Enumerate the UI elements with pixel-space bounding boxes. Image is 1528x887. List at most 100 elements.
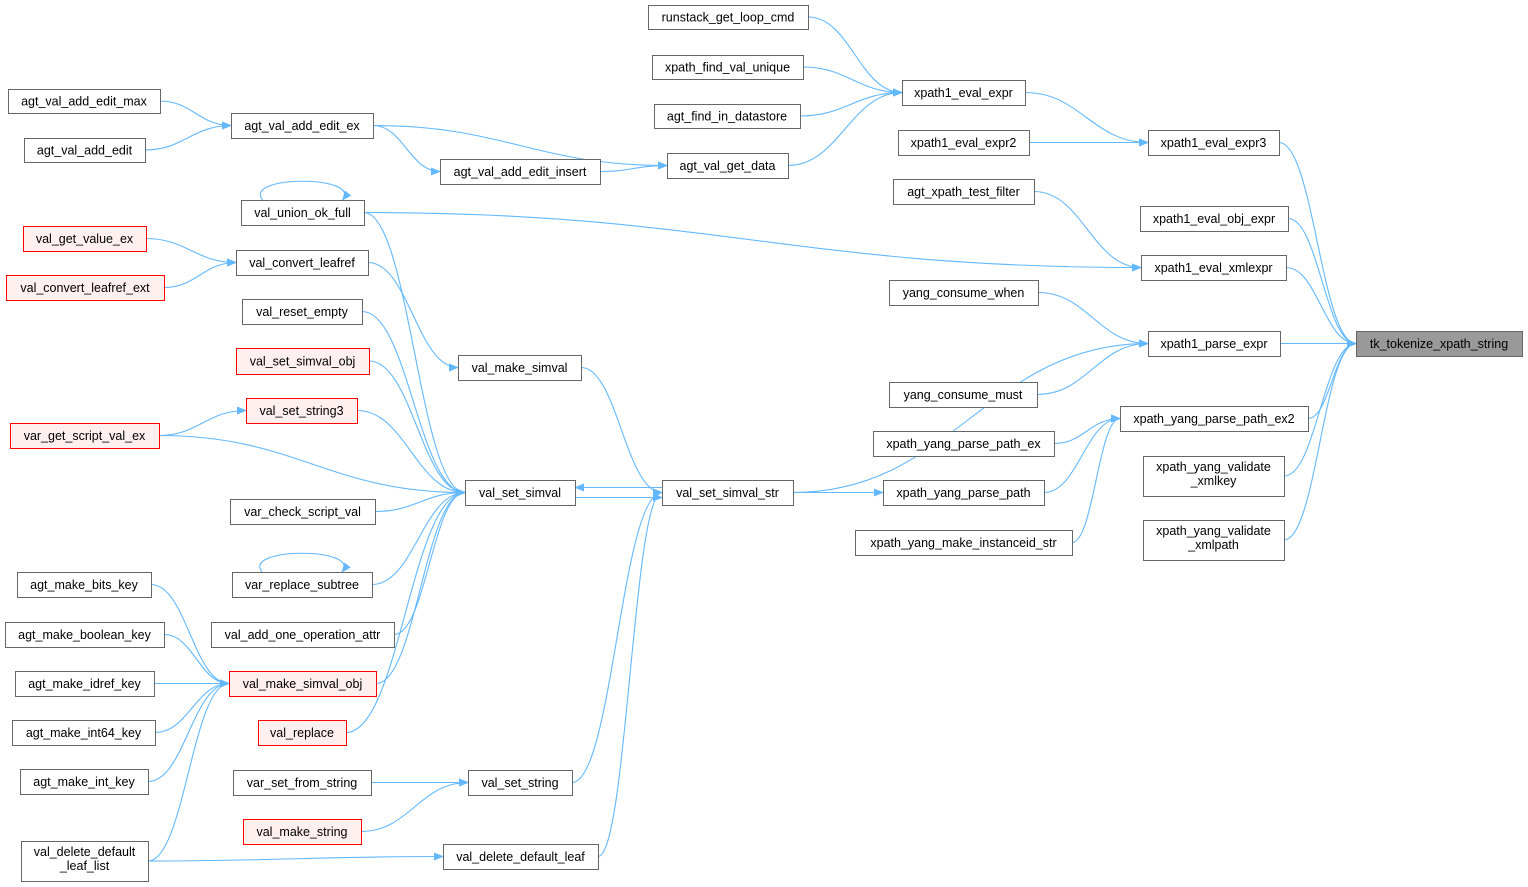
node-label: runstack_get_loop_cmd (662, 11, 795, 25)
node-val-set-simval-obj[interactable]: val_set_simval_obj (236, 348, 370, 375)
node-xpath-yang-parse-path-ex[interactable]: xpath_yang_parse_path_ex (873, 431, 1055, 457)
node-agt-val-add-edit[interactable]: agt_val_add_edit (24, 138, 146, 163)
node-xpath1-eval-expr3[interactable]: xpath1_eval_expr3 (1148, 130, 1280, 156)
node-box (443, 844, 599, 870)
node-label: var_check_script_val (244, 505, 361, 519)
node-val-add-one-operation-attr[interactable]: val_add_one_operation_attr (211, 622, 395, 648)
edge-val-make-simval-to-val-set-simval-str (580, 366, 663, 497)
node-val-replace[interactable]: val_replace (258, 720, 347, 746)
edge-val-convert-leafref-to-val-make-simval (367, 261, 459, 372)
node-val-reset-empty[interactable]: val_reset_empty (242, 299, 363, 325)
node-xpath1-parse-expr[interactable]: xpath1_parse_expr (1148, 331, 1281, 357)
node-box (242, 299, 363, 325)
edge-yang-consume-when-to-xpath1-parse-expr (1037, 291, 1149, 348)
node-val-make-simval-obj[interactable]: val_make_simval_obj (229, 671, 377, 697)
node-agt-val-add-edit-max[interactable]: agt_val_add_edit_max (8, 89, 161, 114)
node-val-delete-default-leaf-list[interactable]: val_delete_default_leaf_list (21, 841, 149, 882)
node-box (654, 104, 801, 129)
node-agt-val-add-edit-insert[interactable]: agt_val_add_edit_insert (440, 159, 601, 185)
node-val-make-simval[interactable]: val_make_simval (458, 355, 582, 381)
node-xpath-yang-make-instanceid-str[interactable]: xpath_yang_make_instanceid_str (855, 530, 1073, 556)
node-val-make-string[interactable]: val_make_string (243, 819, 362, 845)
node-yang-consume-when[interactable]: yang_consume_when (889, 280, 1039, 306)
node-val-set-string[interactable]: val_set_string (468, 770, 573, 796)
node-box (232, 572, 373, 598)
edge-agt-make-bits-key-to-val-make-simval-obj (150, 583, 230, 688)
node-box (8, 89, 161, 114)
node-box (458, 355, 582, 381)
node-agt-xpath-test-filter[interactable]: agt_xpath_test_filter (893, 179, 1035, 205)
node-xpath1-eval-expr2[interactable]: xpath1_eval_expr2 (898, 130, 1030, 156)
edge-val-set-simval-str-to-xpath1-parse-expr (792, 339, 1149, 494)
node-val-set-string3[interactable]: val_set_string3 (246, 398, 358, 424)
edge-yang-consume-must-to-xpath1-parse-expr (1036, 339, 1149, 396)
node-xpath-yang-validate-xmlkey[interactable]: xpath_yang_validate_xmlkey (1143, 456, 1285, 497)
node-box (1148, 331, 1281, 357)
node-val-convert-leafref-ext[interactable]: val_convert_leafref_ext (6, 275, 165, 301)
node-label: val_add_one_operation_attr (225, 628, 381, 642)
node-box (230, 499, 376, 525)
node-val-convert-leafref[interactable]: val_convert_leafref (236, 250, 369, 276)
node-var-replace-subtree[interactable]: var_replace_subtree (232, 572, 373, 598)
node-box (211, 622, 395, 648)
node-val-union-ok-full[interactable]: val_union_ok_full (241, 200, 365, 226)
node-val-delete-default-leaf[interactable]: val_delete_default_leaf (443, 844, 599, 870)
node-box (1120, 406, 1309, 432)
node-xpath-yang-parse-path-ex2[interactable]: xpath_yang_parse_path_ex2 (1120, 406, 1309, 432)
node-xpath-find-val-unique[interactable]: xpath_find_val_unique (652, 55, 804, 80)
node-agt-make-int64-key[interactable]: agt_make_int64_key (12, 720, 156, 746)
node-box (229, 671, 377, 697)
node-box (5, 622, 165, 648)
edge-var-get-script-val-ex-to-val-set-simval (158, 434, 466, 497)
edges-layer (144, 16, 1357, 862)
node-val-set-simval[interactable]: val_set_simval (465, 480, 576, 506)
node-box (15, 671, 155, 697)
node-box (440, 159, 601, 185)
node-box (898, 130, 1030, 156)
node-agt-find-in-datastore[interactable]: agt_find_in_datastore (654, 104, 801, 129)
edge-xpath-yang-make-instanceid-str-to-xpath-yang-parse-path-ex2 (1071, 414, 1121, 544)
node-label: xpath1_parse_expr (1160, 337, 1267, 351)
node-box (1141, 255, 1287, 281)
node-xpath-yang-parse-path[interactable]: xpath_yang_parse_path (883, 480, 1045, 506)
edge-xpath-yang-validate-xmlkey-to-tk-tokenize-xpath-string (1283, 339, 1357, 477)
node-agt-make-int-key[interactable]: agt_make_int_key (20, 769, 149, 795)
edge-agt-val-add-edit-insert-to-agt-val-get-data (599, 161, 668, 173)
node-label: xpath1_eval_xmlexpr (1154, 261, 1272, 275)
node-tk-tokenize-xpath-string[interactable]: tk_tokenize_xpath_string (1356, 331, 1523, 357)
node-val-get-value-ex[interactable]: val_get_value_ex (23, 226, 147, 252)
node-xpath1-eval-expr[interactable]: xpath1_eval_expr (902, 80, 1026, 106)
node-agt-make-bits-key[interactable]: agt_make_bits_key (17, 572, 152, 598)
node-label: val_set_simval_obj (250, 355, 356, 369)
node-label: val_delete_default (34, 845, 136, 859)
edge-val-reset-empty-to-val-set-simval (361, 310, 466, 497)
node-label: val_union_ok_full (254, 206, 351, 220)
edge-val-delete-default-leaf-list-to-val-make-simval-obj (147, 679, 230, 862)
node-xpath-yang-validate-xmlpath[interactable]: xpath_yang_validate_xmlpath (1143, 520, 1285, 561)
node-var-get-script-val-ex[interactable]: var_get_script_val_ex (10, 423, 160, 449)
node-agt-val-get-data[interactable]: agt_val_get_data (667, 153, 789, 179)
node-box (246, 398, 358, 424)
node-var-set-from-string[interactable]: var_set_from_string (233, 770, 372, 796)
node-agt-val-add-edit-ex[interactable]: agt_val_add_edit_ex (231, 113, 374, 139)
node-xpath1-eval-xmlexpr[interactable]: xpath1_eval_xmlexpr (1141, 255, 1287, 281)
node-box (893, 179, 1035, 205)
node-box (1143, 456, 1285, 497)
node-label: _leaf_list (59, 859, 110, 873)
edge-val-set-simval-obj-to-val-set-simval (368, 360, 466, 497)
node-agt-make-idref-key[interactable]: agt_make_idref_key (15, 671, 155, 697)
node-val-set-simval-str[interactable]: val_set_simval_str (662, 480, 794, 506)
node-xpath1-eval-obj-expr[interactable]: xpath1_eval_obj_expr (1140, 206, 1289, 232)
node-var-check-script-val[interactable]: var_check_script_val (230, 499, 376, 525)
edge-val-convert-leafref-ext-to-val-convert-leafref (163, 258, 237, 289)
node-label: xpath1_eval_expr2 (911, 136, 1017, 150)
node-box (21, 841, 149, 882)
node-yang-consume-must[interactable]: yang_consume_must (889, 382, 1038, 408)
edge-val-union-ok-full-to-val-union-ok-full (259, 180, 352, 201)
edge-val-delete-default-leaf-list-to-val-delete-default-leaf (147, 852, 444, 862)
node-label: _xmlkey (1190, 474, 1238, 488)
node-agt-make-boolean-key[interactable]: agt_make_boolean_key (5, 622, 165, 648)
node-runstack-get-loop-cmd[interactable]: runstack_get_loop_cmd (648, 5, 809, 30)
node-label: xpath_yang_parse_path (896, 486, 1030, 500)
